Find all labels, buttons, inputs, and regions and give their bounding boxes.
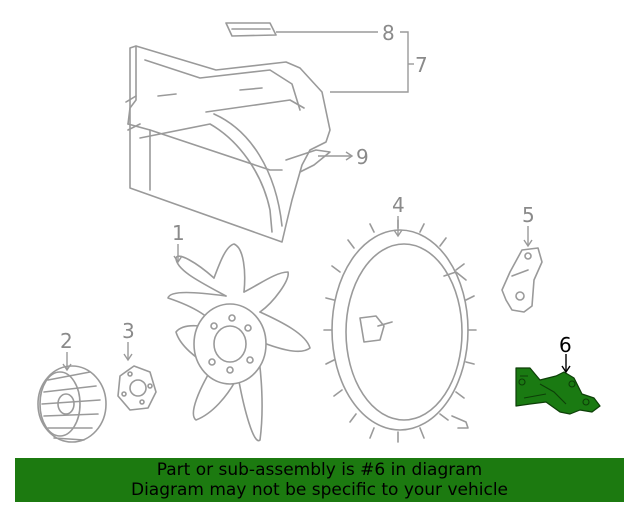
part-5-bracket xyxy=(501,247,543,313)
part-2-fan-clutch xyxy=(37,365,107,443)
callout-2: 2 xyxy=(60,329,73,353)
part-8-clip xyxy=(225,22,277,37)
leader-7-bracket xyxy=(330,31,409,93)
callout-4: 4 xyxy=(392,193,405,217)
part-6-bracket-highlighted xyxy=(515,367,601,415)
callout-3: 3 xyxy=(122,319,135,343)
part-4-shroud-ring xyxy=(323,219,477,443)
banner-line-part-number: Part or sub-assembly is #6 in diagram xyxy=(156,460,483,480)
part-7-fan-shroud xyxy=(125,45,331,243)
callout-1: 1 xyxy=(172,221,185,245)
leader-4-arrow xyxy=(393,229,403,238)
part-1-fan-blade xyxy=(167,243,311,442)
callout-7: 7 xyxy=(415,53,428,77)
callout-6: 6 xyxy=(559,333,572,357)
leader-9-arrow xyxy=(345,151,354,161)
leader-1-arrow xyxy=(173,255,183,264)
info-banner: Part or sub-assembly is #6 in diagram Di… xyxy=(15,458,624,502)
banner-line-disclaimer: Diagram may not be specific to your vehi… xyxy=(130,480,508,500)
callout-9: 9 xyxy=(356,145,369,169)
callout-8: 8 xyxy=(382,21,395,45)
leader-3-arrow xyxy=(123,353,133,362)
leader-2-arrow xyxy=(62,363,72,372)
leader-6-arrow xyxy=(561,365,571,374)
callout-5: 5 xyxy=(522,203,535,227)
leader-5-arrow xyxy=(523,239,533,248)
part-3-spacer xyxy=(117,365,157,411)
